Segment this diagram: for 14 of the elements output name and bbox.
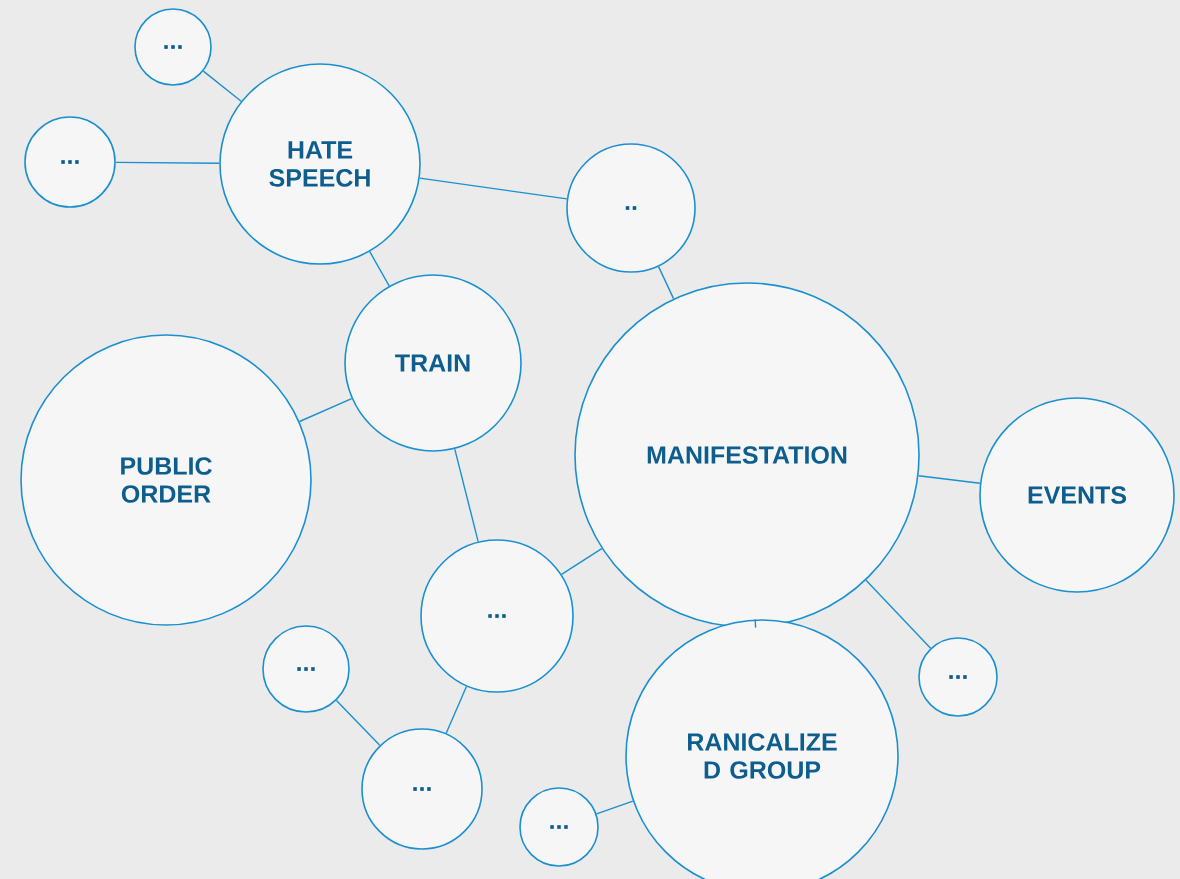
connector-line <box>595 800 634 815</box>
connector-line <box>657 265 675 300</box>
connector-line <box>865 579 932 649</box>
connector-line <box>298 397 353 423</box>
connector-line <box>445 685 468 734</box>
connector-line <box>369 250 390 287</box>
connector-line <box>335 699 381 746</box>
connector-line <box>454 448 479 543</box>
connector-line <box>202 70 242 102</box>
connector-line <box>754 618 757 629</box>
connector-line <box>560 547 603 576</box>
connector-line <box>115 161 220 164</box>
connector-line <box>917 475 981 484</box>
connector-line <box>419 177 568 200</box>
